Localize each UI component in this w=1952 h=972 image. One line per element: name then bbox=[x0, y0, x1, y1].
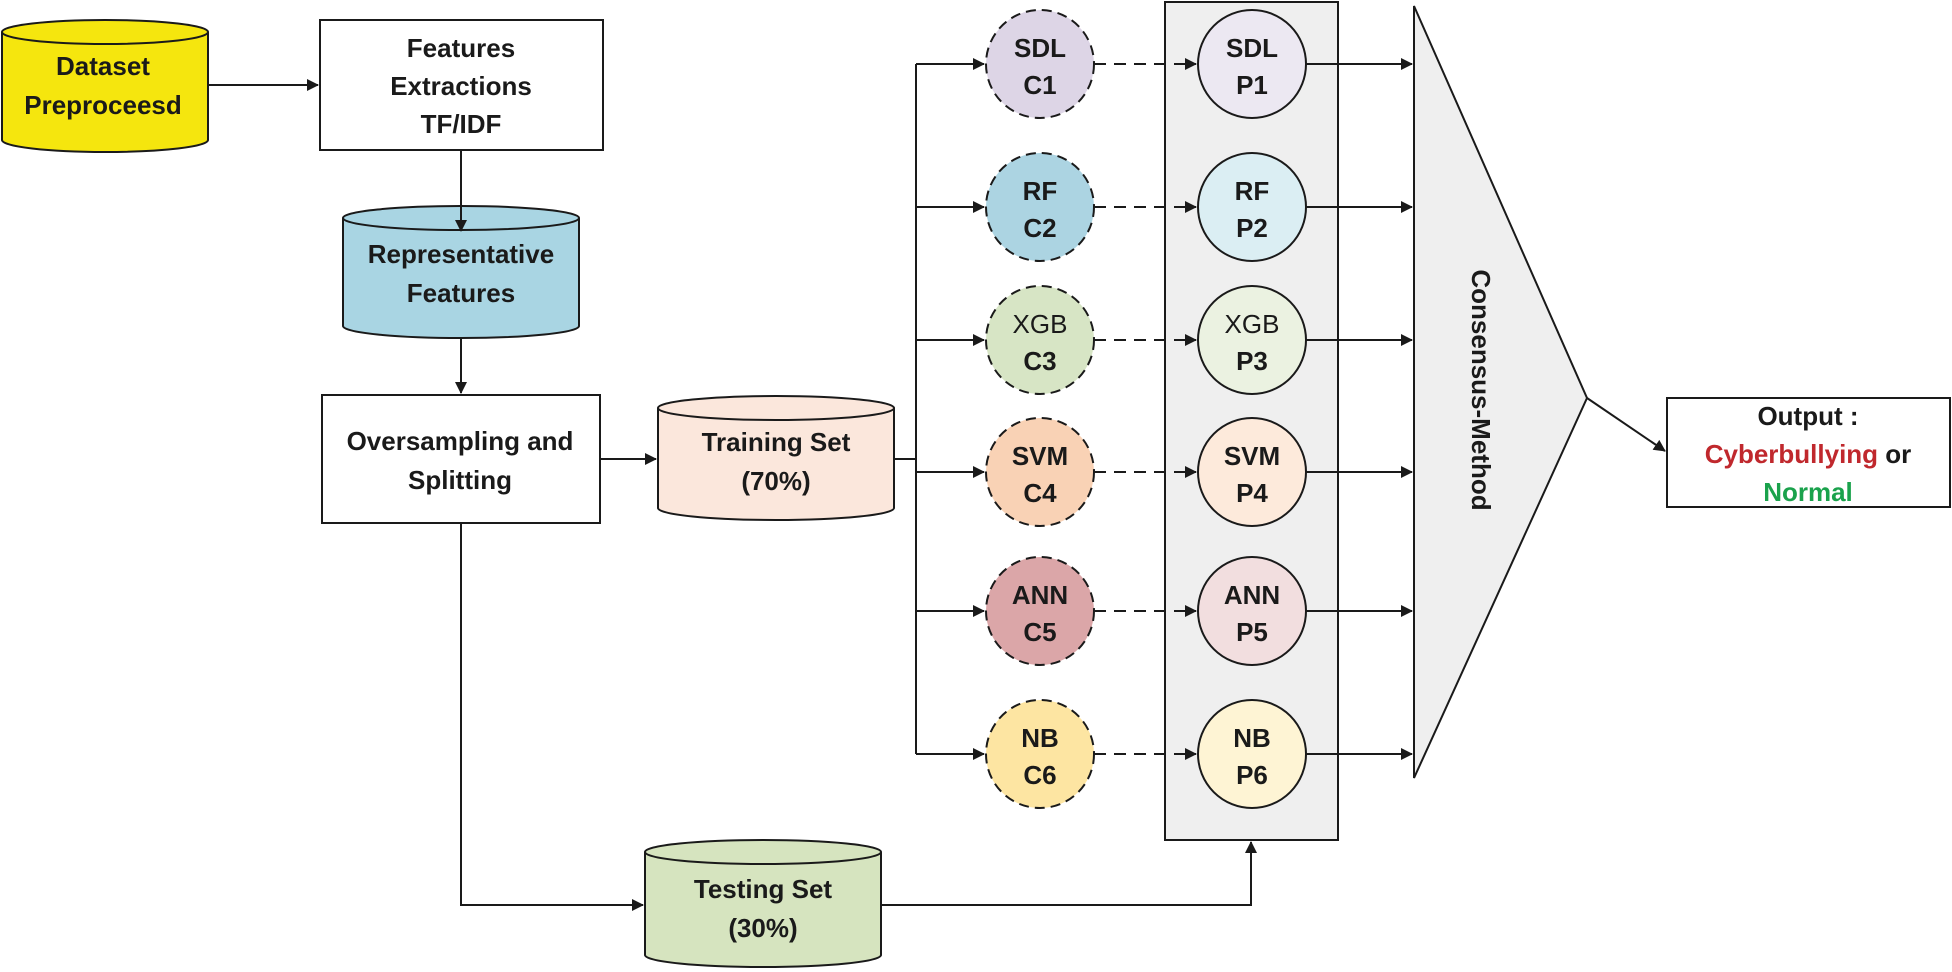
oversampling-label-2: Splitting bbox=[408, 465, 512, 495]
features-extraction-label-2: Extractions bbox=[390, 71, 532, 101]
output-line-2: Cyberbullying or bbox=[1705, 439, 1912, 469]
predictor-id: P4 bbox=[1236, 478, 1268, 508]
classifier-node-ann bbox=[985, 556, 1095, 666]
classifier-name: ANN bbox=[1012, 580, 1068, 610]
dataset-body bbox=[1, 32, 209, 153]
classifier-name: XGB bbox=[1013, 309, 1068, 339]
output-class-normal: Normal bbox=[1763, 477, 1853, 507]
dataset-cylinder: Dataset Preproceesd bbox=[1, 19, 209, 153]
testing-body bbox=[644, 852, 882, 968]
classifier-id: C1 bbox=[1023, 70, 1056, 100]
features-extraction-label-3: TF/IDF bbox=[421, 109, 502, 139]
dataset-label-1: Dataset bbox=[56, 51, 150, 81]
training-body bbox=[657, 408, 895, 521]
predictor-name: XGB bbox=[1225, 309, 1280, 339]
predictor-id: P3 bbox=[1236, 346, 1268, 376]
classifier-name: SVM bbox=[1012, 441, 1068, 471]
oversampling-rect bbox=[321, 394, 601, 524]
training-label-1: Training Set bbox=[702, 427, 851, 457]
classifier-row-sdl: SDL C1 SDL P1 bbox=[916, 9, 1413, 119]
output-connector: or bbox=[1885, 439, 1911, 469]
classifier-name: SDL bbox=[1014, 33, 1066, 63]
consensus-triangle bbox=[1413, 5, 1589, 779]
representative-label-1: Representative bbox=[368, 239, 554, 269]
classifier-node-nb bbox=[985, 699, 1095, 809]
classifier-row-rf: RF C2 RF P2 bbox=[916, 152, 1413, 262]
oversampling-label-1: Oversampling and bbox=[347, 426, 574, 456]
testing-label-1: Testing Set bbox=[694, 874, 833, 904]
arrow-testing-to-panel bbox=[881, 841, 1257, 906]
classifier-id: C2 bbox=[1023, 213, 1056, 243]
predictor-id: P6 bbox=[1236, 760, 1268, 790]
testing-label-2: (30%) bbox=[728, 913, 797, 943]
testing-top bbox=[644, 839, 882, 865]
predictor-name: RF bbox=[1235, 176, 1270, 206]
predictor-name: SVM bbox=[1224, 441, 1280, 471]
output-box: Output : Cyberbullying or Normal bbox=[1666, 397, 1951, 508]
training-top bbox=[657, 395, 895, 421]
dataset-top bbox=[1, 19, 209, 45]
testing-set-cylinder: Testing Set (30%) bbox=[644, 839, 882, 968]
predictor-node-svm bbox=[1197, 417, 1307, 527]
classifier-id: C3 bbox=[1023, 346, 1056, 376]
arrow-oversampling-to-testing bbox=[460, 523, 644, 911]
classifier-row-xgb: XGB C3 XGB P3 bbox=[916, 285, 1413, 395]
output-class-cyberbullying: Cyberbullying bbox=[1705, 439, 1878, 469]
predictor-name: NB bbox=[1233, 723, 1271, 753]
predictor-name: ANN bbox=[1224, 580, 1280, 610]
predictor-node-nb bbox=[1197, 699, 1307, 809]
predictor-node-xgb bbox=[1197, 285, 1307, 395]
predictor-id: P5 bbox=[1236, 617, 1268, 647]
classifier-name: RF bbox=[1023, 176, 1058, 206]
classifier-id: C5 bbox=[1023, 617, 1056, 647]
classifier-node-xgb bbox=[985, 285, 1095, 395]
predictor-name: SDL bbox=[1226, 33, 1278, 63]
oversampling-box: Oversampling and Splitting bbox=[321, 394, 601, 524]
features-extraction-label-1: Features bbox=[407, 33, 515, 63]
classifier-id: C4 bbox=[1023, 478, 1057, 508]
representative-label-2: Features bbox=[407, 278, 515, 308]
arrow-consensus-to-output bbox=[1586, 397, 1666, 452]
classifier-node-sdl bbox=[985, 9, 1095, 119]
classifier-row-nb: NB C6 NB P6 bbox=[916, 699, 1413, 809]
features-extraction-box: Features Extractions TF/IDF bbox=[319, 19, 604, 151]
flow-connectors bbox=[208, 64, 1666, 911]
output-title: Output : bbox=[1757, 401, 1858, 431]
predictor-node-sdl bbox=[1197, 9, 1307, 119]
classifier-name: NB bbox=[1021, 723, 1059, 753]
consensus-method: Consensus-Method bbox=[1413, 5, 1589, 779]
output-rect bbox=[1666, 397, 1951, 508]
representative-body bbox=[342, 218, 580, 339]
predictor-node-rf bbox=[1197, 152, 1307, 262]
classifier-node-rf bbox=[985, 152, 1095, 262]
features-extraction-rect bbox=[319, 19, 604, 151]
classifier-node-svm bbox=[985, 417, 1095, 527]
predictor-node-ann bbox=[1197, 556, 1307, 666]
dataset-label-2: Preproceesd bbox=[24, 90, 182, 120]
predictor-id: P2 bbox=[1236, 213, 1268, 243]
classifier-row-ann: ANN C5 ANN P5 bbox=[916, 556, 1413, 666]
classifier-row-svm: SVM C4 SVM P4 bbox=[916, 417, 1413, 527]
predictor-id: P1 bbox=[1236, 70, 1268, 100]
classifier-id: C6 bbox=[1023, 760, 1056, 790]
consensus-label: Consensus-Method bbox=[1466, 269, 1496, 510]
training-set-cylinder: Training Set (70%) bbox=[657, 395, 895, 521]
training-label-2: (70%) bbox=[741, 466, 810, 496]
